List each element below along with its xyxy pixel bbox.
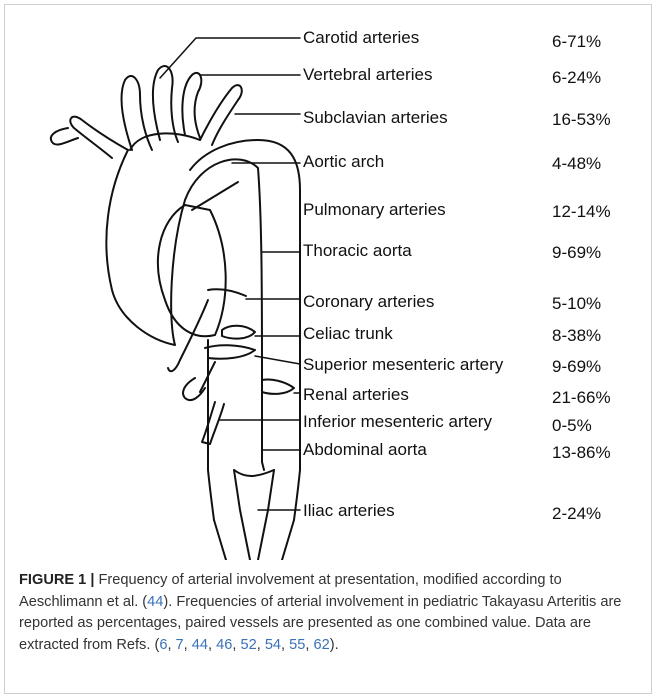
aorta-bifurcation <box>208 470 300 520</box>
ref-link[interactable]: 62 <box>314 637 330 653</box>
label-pulmonary-arteries: Pulmonary arteries <box>303 200 446 220</box>
ref-link[interactable]: 44 <box>147 594 163 610</box>
left-arm-stub <box>51 128 78 145</box>
ref-link[interactable]: 44 <box>192 637 208 653</box>
vertebral-right <box>182 73 201 138</box>
ref-link[interactable]: 46 <box>216 637 232 653</box>
iliac-right <box>258 470 294 560</box>
pct-abdominal-aorta: 13-86% <box>552 443 611 463</box>
ref-link[interactable]: 55 <box>289 637 305 653</box>
leader-carotid <box>160 38 300 78</box>
label-thoracic-aorta: Thoracic aorta <box>303 241 412 261</box>
caption-text-3: ). <box>330 637 339 653</box>
label-coronary-arteries: Coronary arteries <box>303 292 434 312</box>
label-renal-arteries: Renal arteries <box>303 385 409 405</box>
pct-superior-mesenteric-artery: 9-69% <box>552 357 601 377</box>
pct-renal-arteries: 21-66% <box>552 388 611 408</box>
ref-link[interactable]: 7 <box>176 637 184 653</box>
label-carotid-arteries: Carotid arteries <box>303 28 419 48</box>
figure-label: FIGURE 1 | <box>19 572 94 588</box>
ref-link[interactable]: 6 <box>159 637 167 653</box>
label-subclavian-arteries: Subclavian arteries <box>303 108 448 128</box>
label-vertebral-arteries: Vertebral arteries <box>303 65 432 85</box>
heart-outline <box>158 205 226 336</box>
aortic-arch-divider <box>192 182 238 210</box>
pct-subclavian-arteries: 16-53% <box>552 110 611 130</box>
iliac-inner <box>234 470 274 476</box>
celiac-trunk <box>222 326 255 339</box>
ascending-aorta <box>130 133 200 150</box>
carotid-right <box>153 66 178 142</box>
pct-coronary-arteries: 5-10% <box>552 294 601 314</box>
pct-pulmonary-arteries: 12-14% <box>552 202 611 222</box>
iliac-left <box>214 470 250 560</box>
carotid-left <box>121 76 152 150</box>
subclavian-left <box>70 117 128 158</box>
pct-vertebral-arteries: 6-24% <box>552 68 601 88</box>
pct-celiac-trunk: 8-38% <box>552 326 601 346</box>
ref-link[interactable]: 54 <box>265 637 281 653</box>
ref-link[interactable]: 52 <box>240 637 256 653</box>
figure-caption: FIGURE 1 | Frequency of arterial involve… <box>19 570 647 656</box>
label-inferior-mesenteric-artery: Inferior mesenteric artery <box>303 412 492 432</box>
renal-right <box>262 379 294 393</box>
label-iliac-arteries: Iliac arteries <box>303 501 395 521</box>
aorta-outer-left <box>190 140 300 190</box>
label-celiac-trunk: Celiac trunk <box>303 324 393 344</box>
sma-branch <box>205 345 255 359</box>
label-abdominal-aorta: Abdominal aorta <box>303 440 427 460</box>
pct-aortic-arch: 4-48% <box>552 154 601 174</box>
pct-thoracic-aorta: 9-69% <box>552 243 601 263</box>
inferior-mesenteric <box>202 402 224 444</box>
subclavian-right <box>200 85 242 145</box>
pct-iliac-arteries: 2-24% <box>552 504 601 524</box>
aortic-arch-outline <box>106 150 264 470</box>
pct-carotid-arteries: 6-71% <box>552 32 601 52</box>
label-aortic-arch: Aortic arch <box>303 152 384 172</box>
label-superior-mesenteric-artery: Superior mesenteric artery <box>303 355 503 375</box>
pct-inferior-mesenteric-artery: 0-5% <box>552 416 592 436</box>
